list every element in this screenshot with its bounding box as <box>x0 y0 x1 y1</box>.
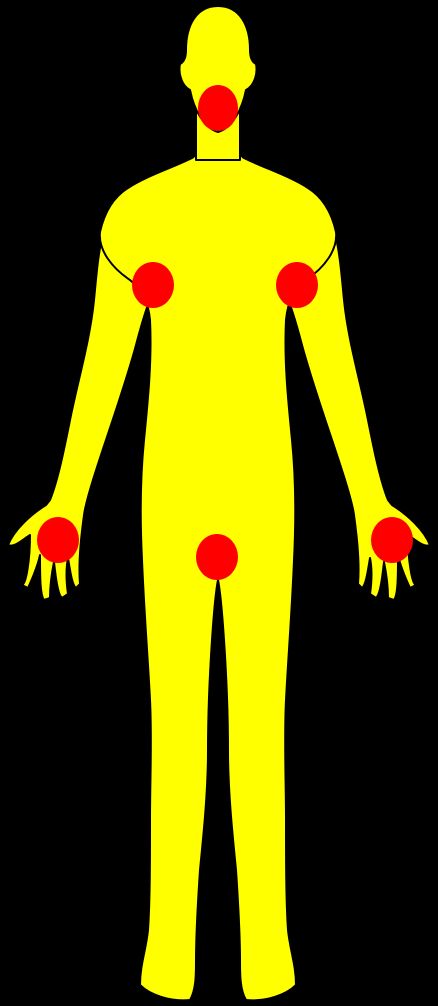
left-shoulder-marker <box>132 262 174 308</box>
groin-marker <box>196 534 238 580</box>
right-palm-marker <box>371 517 413 563</box>
right-shoulder-marker <box>276 262 318 308</box>
left-palm-marker <box>37 517 79 563</box>
mouth-marker <box>198 85 238 131</box>
